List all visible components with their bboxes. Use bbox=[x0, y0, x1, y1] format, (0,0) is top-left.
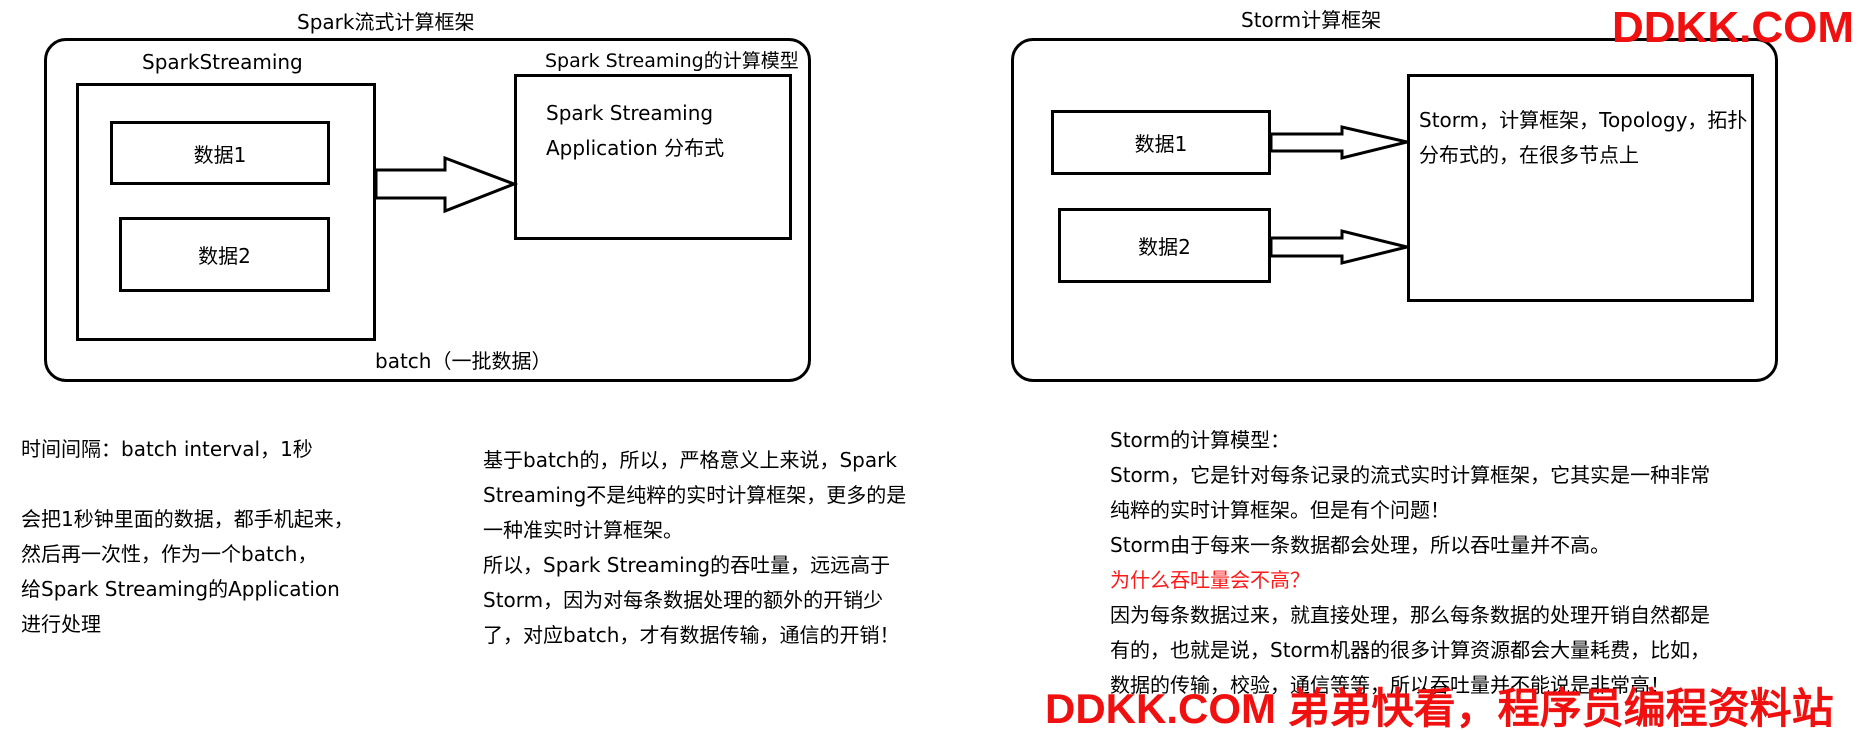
note-line: 会把1秒钟里面的数据，都手机起来， bbox=[21, 507, 354, 531]
spark-data1-box: 数据1 bbox=[110, 121, 330, 185]
note-line: 了，对应batch，才有数据传输，通信的开销！ bbox=[483, 623, 900, 647]
note-line: 时间间隔：batch interval，1秒 bbox=[21, 437, 313, 461]
note-line: 基于batch的，所以，严格意义上来说，Spark bbox=[483, 448, 897, 472]
storm-model-line: Storm，计算框架，Topology，拓扑 bbox=[1419, 108, 1748, 132]
note-line: 所以，Spark Streaming的吞吐量，远远高于 bbox=[483, 553, 891, 577]
storm-data1-box: 数据1 bbox=[1051, 110, 1271, 175]
storm-data1-label: 数据1 bbox=[1134, 132, 1188, 156]
storm-model-box bbox=[1407, 74, 1754, 302]
spark-data2-label: 数据2 bbox=[198, 244, 251, 268]
watermark-top: DDKK.COM bbox=[1612, 3, 1854, 52]
spark-streaming-label: SparkStreaming bbox=[142, 50, 303, 74]
storm-model-text: Storm，计算框架，Topology，拓扑 分布式的，在很多节点上 bbox=[1419, 103, 1747, 173]
storm-title: Storm计算框架 bbox=[1241, 8, 1382, 32]
note-line: 进行处理 bbox=[21, 612, 101, 636]
notes-storm-model: Storm的计算模型： Storm，它是针对每条记录的流式实时计算框架，它其实是… bbox=[1110, 423, 1710, 703]
spark-model-text: Spark Streaming Application 分布式 bbox=[546, 96, 724, 166]
note-line: 然后再一次性，作为一个batch， bbox=[21, 542, 318, 566]
note-line: Storm，它是针对每条记录的流式实时计算框架，它其实是一种非常 bbox=[1110, 463, 1711, 487]
spark-model-label: Spark Streaming的计算模型 bbox=[545, 50, 799, 72]
spark-data1-label: 数据1 bbox=[193, 142, 247, 167]
spark-framework-frame bbox=[44, 38, 811, 382]
storm-data2-label: 数据2 bbox=[1138, 235, 1191, 259]
note-heading: Storm的计算模型： bbox=[1110, 428, 1291, 452]
note-line: 数据的传输，校验，通信等等，所以吞吐量并不能说是非常高！ bbox=[1110, 673, 1670, 697]
spark-title: Spark流式计算框架 bbox=[297, 10, 475, 34]
note-line: 一种准实时计算框架。 bbox=[483, 518, 683, 542]
spark-data2-box: 数据2 bbox=[119, 217, 330, 292]
note-line: 纯粹的实时计算框架。但是有个问题！ bbox=[1110, 498, 1450, 522]
note-line: Storm由于每来一条数据都会处理，所以吞吐量并不高。 bbox=[1110, 533, 1611, 557]
watermark-bottom: DDKK.COM 弟弟快看，程序员编程资料站 bbox=[1045, 685, 1834, 730]
spark-model-line: Spark Streaming bbox=[546, 101, 714, 125]
note-spacer bbox=[21, 467, 354, 502]
batch-label: batch（一批数据） bbox=[375, 349, 552, 373]
notes-spark-vs-storm: 基于batch的，所以，严格意义上来说，Spark Streaming不是纯粹的… bbox=[483, 443, 906, 653]
note-line: 给Spark Streaming的Application bbox=[21, 577, 340, 601]
storm-framework-frame bbox=[1011, 38, 1778, 382]
notes-batch-interval: 时间间隔：batch interval，1秒 会把1秒钟里面的数据，都手机起来，… bbox=[21, 432, 354, 642]
note-line: 有的，也就是说，Storm机器的很多计算资源都会大量耗费，比如， bbox=[1110, 638, 1711, 662]
note-line: Storm，因为对每条数据处理的额外的开销少 bbox=[483, 588, 884, 612]
note-line: Streaming不是纯粹的实时计算框架，更多的是 bbox=[483, 483, 907, 507]
spark-model-line: Application 分布式 bbox=[546, 136, 725, 160]
note-question-highlight: 为什么吞吐量会不高？ bbox=[1110, 568, 1310, 592]
note-line: 因为每条数据过来，就直接处理，那么每条数据的处理开销自然都是 bbox=[1110, 603, 1710, 627]
storm-model-line: 分布式的，在很多节点上 bbox=[1419, 143, 1639, 167]
storm-data2-box: 数据2 bbox=[1058, 208, 1271, 283]
